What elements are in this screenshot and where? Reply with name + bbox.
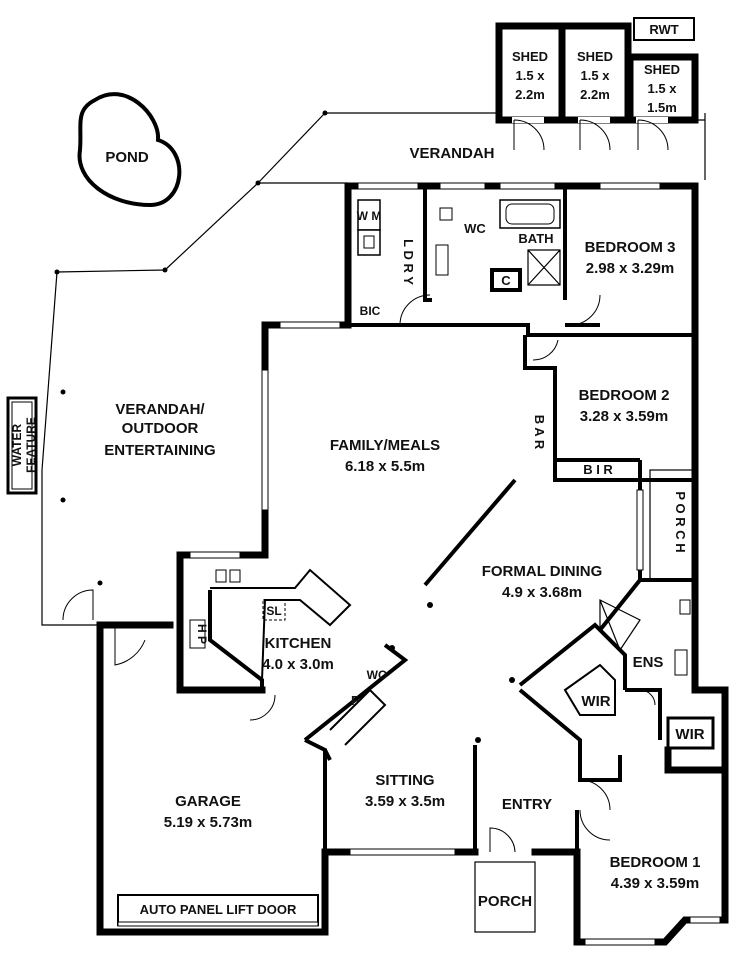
sitting-size: 3.59 x 3.5m xyxy=(365,793,445,810)
pond-outline xyxy=(77,92,182,208)
shed-1-w: 1.5 x xyxy=(516,68,546,83)
rwt-label: RWT xyxy=(649,22,678,37)
verandah-outdoor-2: OUTDOOR xyxy=(122,420,199,437)
shed-2-h: 2.2m xyxy=(580,87,610,102)
garage-name: GARAGE xyxy=(175,793,241,810)
water-feature-label-1: WATER xyxy=(10,423,24,466)
sitting-name: SITTING xyxy=(375,772,434,789)
shed-2-w: 1.5 x xyxy=(581,68,611,83)
porch-side-label: P O R C H xyxy=(673,491,688,552)
pond-label: POND xyxy=(105,149,149,166)
bir-label: B I R xyxy=(583,462,613,477)
verandah-outline xyxy=(41,112,326,626)
bar-label: B A R xyxy=(532,415,547,450)
bedroom1-size: 4.39 x 3.59m xyxy=(611,875,699,892)
formal-dining-name: FORMAL DINING xyxy=(482,563,603,580)
ldry-label: L D R Y xyxy=(401,239,416,285)
family-size: 6.18 x 5.5m xyxy=(345,458,425,475)
c-label: C xyxy=(501,273,511,288)
wir2-label: WIR xyxy=(675,726,704,743)
bedroom2-size: 3.28 x 3.59m xyxy=(580,408,668,425)
f-label: F xyxy=(351,693,359,708)
ens-label: ENS xyxy=(633,654,664,671)
shed-2-name: SHED xyxy=(577,49,613,64)
shed-1-name: SHED xyxy=(512,49,548,64)
wc-label: WC xyxy=(464,221,486,236)
bedroom1-name: BEDROOM 1 xyxy=(610,854,701,871)
bedroom3-size: 2.98 x 3.29m xyxy=(586,260,674,277)
wo-label: WO xyxy=(367,668,388,682)
water-feature-box xyxy=(6,396,38,495)
porch-front-label: PORCH xyxy=(478,893,532,910)
wm-label: W M xyxy=(357,209,382,223)
sl-label: SL xyxy=(266,604,281,618)
bath-label: BATH xyxy=(518,231,553,246)
front-porch-box xyxy=(474,861,536,933)
verandah-outdoor-1: VERANDAH/ xyxy=(115,401,205,418)
bedroom2-name: BEDROOM 2 xyxy=(579,387,670,404)
water-feature-label-2: FEATURE xyxy=(24,417,38,473)
formal-dining-size: 4.9 x 3.68m xyxy=(502,584,582,601)
bedroom3-name: BEDROOM 3 xyxy=(585,239,676,256)
garage-door-bar xyxy=(117,894,319,926)
hp-label: H P xyxy=(195,624,209,644)
shed-3-name: SHED xyxy=(644,62,680,77)
kitchen-name: KITCHEN xyxy=(265,635,332,652)
wir1-label: WIR xyxy=(581,693,610,710)
family-name: FAMILY/MEALS xyxy=(330,437,440,454)
verandah-top-label: VERANDAH xyxy=(409,145,494,162)
garage-size: 5.19 x 5.73m xyxy=(164,814,252,831)
shed-3-w: 1.5 x xyxy=(648,81,678,96)
side-porch-box xyxy=(649,469,696,581)
kitchen-size: 4.0 x 3.0m xyxy=(262,656,334,673)
verandah-outdoor-3: ENTERTAINING xyxy=(104,442,215,459)
garage-door-label: AUTO PANEL LIFT DOOR xyxy=(140,902,297,917)
shed-3-h: 1.5m xyxy=(647,100,677,115)
entry-label: ENTRY xyxy=(502,796,552,813)
rwt-box xyxy=(633,17,695,41)
bic-label: BIC xyxy=(360,304,381,318)
shed-1-h: 2.2m xyxy=(515,87,545,102)
